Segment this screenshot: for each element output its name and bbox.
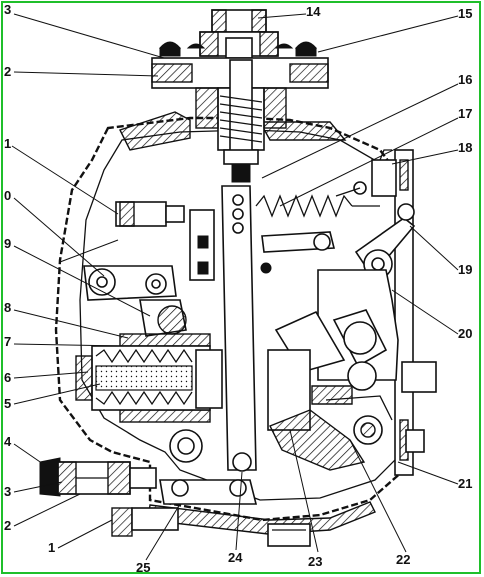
label-4: 4 xyxy=(4,434,12,449)
label-9: 9 xyxy=(4,236,11,251)
valve-spring xyxy=(219,95,263,143)
central-lever xyxy=(189,185,257,471)
label-22: 22 xyxy=(396,552,410,567)
label-5: 5 xyxy=(4,396,11,411)
label-3-top: 3 xyxy=(4,2,11,17)
label-14: 14 xyxy=(306,4,321,19)
label-17: 17 xyxy=(458,106,472,121)
label-24: 24 xyxy=(228,550,243,565)
main-spring xyxy=(95,348,193,406)
label-21: 21 xyxy=(458,476,472,491)
spring-pack xyxy=(75,333,223,423)
label-2-top: 2 xyxy=(4,64,11,79)
callout-labels: 3 14 15 2 16 1 17 18 0 9 19 8 20 7 6 5 4… xyxy=(4,2,472,575)
label-3-bottom: 3 xyxy=(4,484,11,499)
label-1-top: 1 xyxy=(4,136,11,151)
label-2-bottom: 2 xyxy=(4,518,11,533)
fuel-control-mechanism xyxy=(267,269,437,471)
label-15: 15 xyxy=(458,6,472,21)
label-0: 0 xyxy=(4,188,11,203)
flyweight-linkage xyxy=(59,239,187,337)
speed-lever xyxy=(260,203,416,279)
label-6: 6 xyxy=(4,370,11,385)
top-valve-assembly xyxy=(151,9,329,183)
label-1-bottom: 1 xyxy=(48,540,55,555)
lower-pivot-bracket xyxy=(111,429,258,537)
leader-lines xyxy=(11,13,459,561)
label-8: 8 xyxy=(4,300,11,315)
top-right-spring xyxy=(255,149,397,218)
label-18: 18 xyxy=(458,140,472,155)
label-23: 23 xyxy=(308,554,322,569)
label-19: 19 xyxy=(458,262,472,277)
top-left-bolt xyxy=(115,201,185,227)
label-20: 20 xyxy=(458,326,472,341)
label-25: 25 xyxy=(136,560,150,575)
label-7: 7 xyxy=(4,334,11,349)
label-16: 16 xyxy=(458,72,472,87)
lower-left-fitting xyxy=(39,457,157,497)
